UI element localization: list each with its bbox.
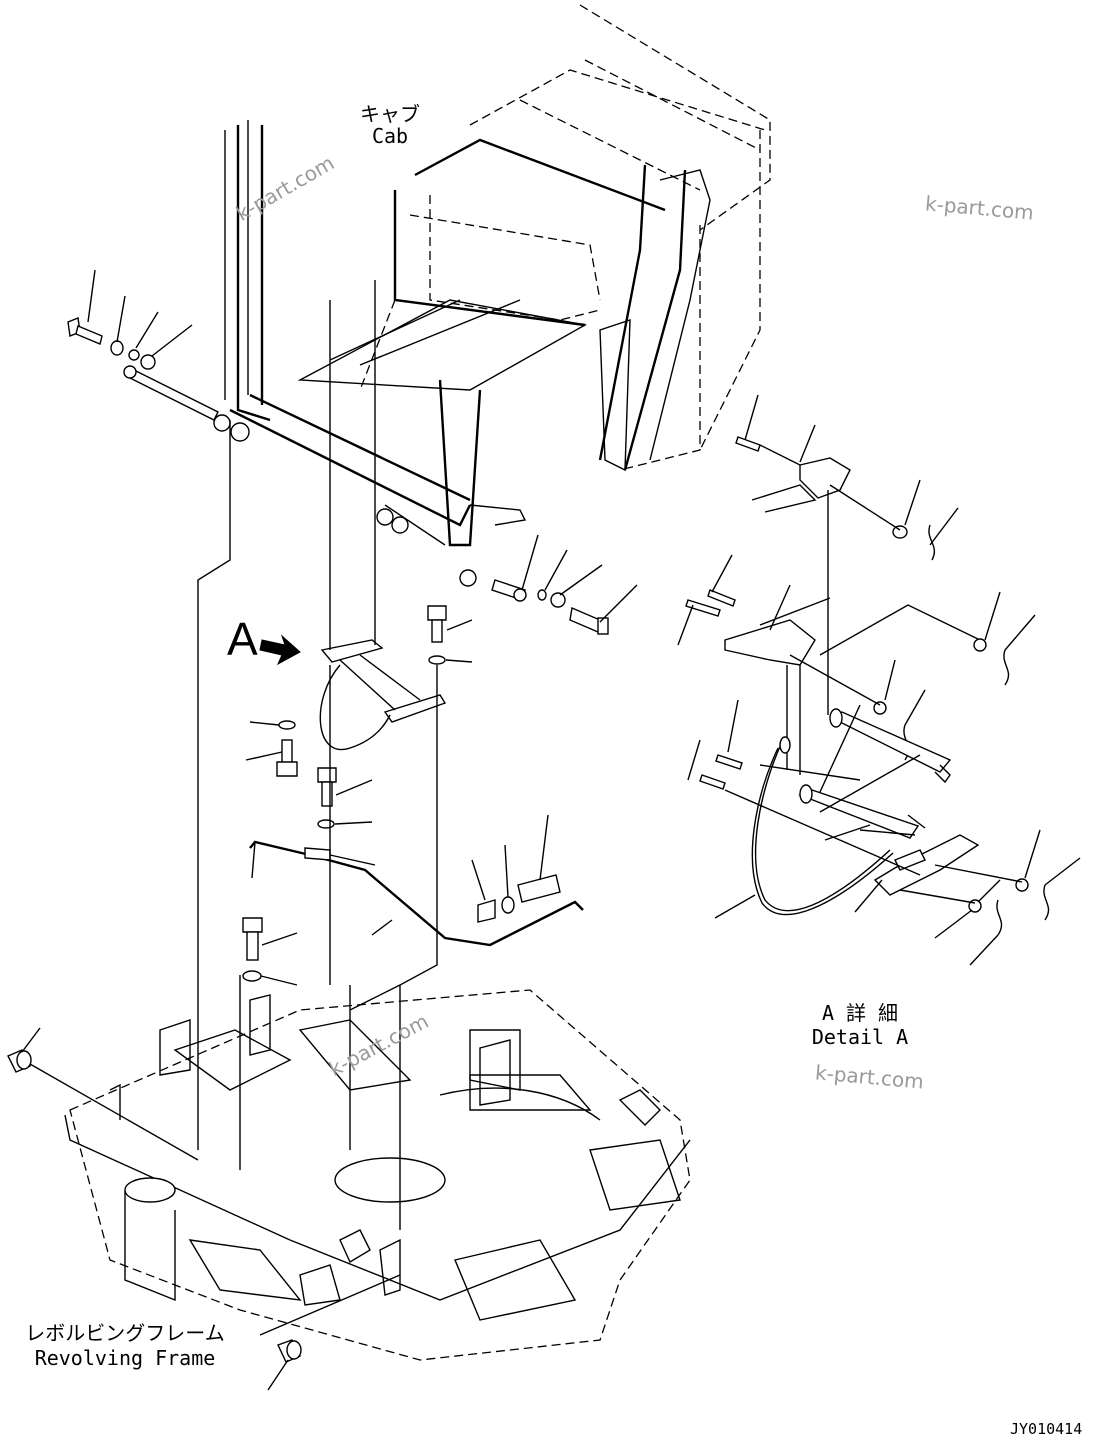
hinge-pin-set-center	[491, 534, 638, 635]
switch-bracket-assembly	[319, 280, 447, 751]
frame-label-en: Revolving Frame	[34, 1346, 216, 1370]
view-marker-label: A	[227, 613, 258, 665]
bushings	[7, 1027, 401, 1391]
detail-a	[677, 394, 1081, 966]
drawing-code: JY010414	[1010, 1420, 1083, 1438]
leader-lines	[197, 420, 438, 1230]
detail-label-en: Detail A	[811, 1025, 909, 1049]
view-arrow-a	[259, 634, 301, 666]
cab-assembly	[213, 4, 771, 587]
cab-label-en: Cab	[371, 124, 409, 148]
cab-label-jp: キャブ	[360, 102, 420, 126]
lock-rod	[249, 814, 584, 947]
detail-label-jp: A 詳 細	[821, 1001, 899, 1025]
frame-label-jp: レボルビングフレーム	[25, 1321, 225, 1345]
revolving-frame	[64, 989, 691, 1361]
hinge-pin-set-left	[67, 269, 219, 421]
middle-bolts	[242, 605, 473, 986]
